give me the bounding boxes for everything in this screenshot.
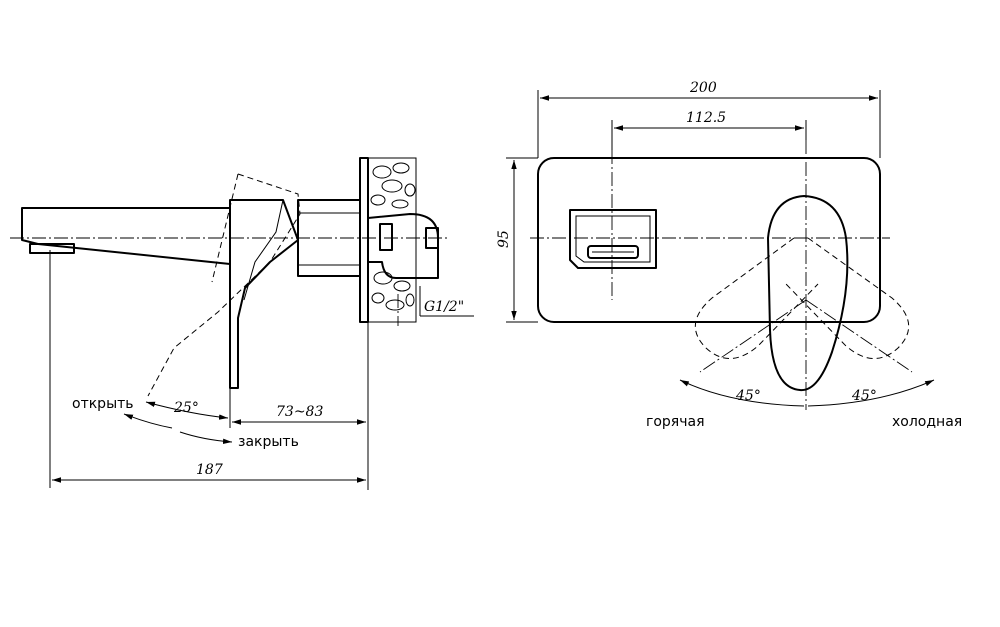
hot-rotation-arc [679, 379, 805, 407]
front-lever [767, 195, 849, 392]
label-close: закрыть [238, 434, 299, 450]
side-view: G1/2" 25° открыть закрыть 73~83 187 [10, 157, 474, 490]
dimension-depth-value: 73~83 [276, 404, 323, 420]
thread-size-label: G1/2" [424, 299, 464, 315]
front-wall-plate [537, 157, 881, 323]
lever-cold-position [785, 237, 910, 359]
aerator [29, 243, 75, 254]
wall-section [367, 157, 417, 323]
cold-rotation-arc [807, 379, 935, 407]
angle-left-label: 45° [735, 388, 761, 404]
dimension-total-value: 187 [196, 462, 223, 478]
spout [21, 207, 231, 265]
angle-label: 25° [173, 400, 199, 416]
label-cold: холодная [892, 414, 962, 430]
open-close-arrow [123, 413, 173, 429]
lever-edge [243, 199, 284, 301]
lever-hot-position [694, 237, 819, 359]
label-open: открыть [72, 396, 134, 412]
angle-right-label: 45° [851, 388, 877, 404]
inlet-elbow [367, 213, 439, 279]
lever-open-position [147, 173, 301, 397]
wall-plate [359, 157, 369, 323]
dimension-axis-value: 112.5 [686, 110, 726, 126]
spout-outlet [569, 209, 657, 269]
dimension-height-value: 95 [496, 230, 512, 248]
front-view: 45° 45° горячая холодная 200 112.5 95 [496, 80, 962, 430]
label-hot: горячая [646, 414, 705, 430]
lever-handle [229, 199, 299, 389]
dimension-width-value: 200 [689, 80, 717, 96]
angle-arc [145, 401, 229, 420]
